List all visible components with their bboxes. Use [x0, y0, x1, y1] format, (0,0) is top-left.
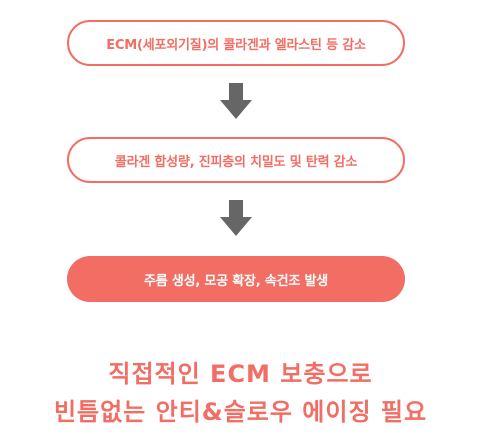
down-arrow-icon: [220, 83, 252, 119]
conclusion-heading-line-2: 빈틈없는 안티&슬로우 에이징 필요: [53, 398, 428, 426]
flow-step-label: 주름 생성, 모공 확장, 속건조 발생: [144, 273, 328, 289]
flow-step-result: 주름 생성, 모공 확장, 속건조 발생: [67, 256, 405, 302]
down-arrow-icon: [220, 200, 252, 236]
flow-step-ecm-decrease: ECM(세포외기질)의 콜라겐과 엘라스틴 등 감소: [67, 20, 405, 66]
flow-step-label: ECM(세포외기질)의 콜라겐과 엘라스틴 등 감소: [106, 37, 366, 53]
conclusion-heading-line-1: 직접적인 ECM 보충으로: [108, 360, 373, 388]
flow-step-label: 콜라겐 합성량, 진피층의 치밀도 및 탄력 감소: [114, 154, 358, 170]
flow-step-collagen-decrease: 콜라겐 합성량, 진피층의 치밀도 및 탄력 감소: [67, 137, 405, 183]
